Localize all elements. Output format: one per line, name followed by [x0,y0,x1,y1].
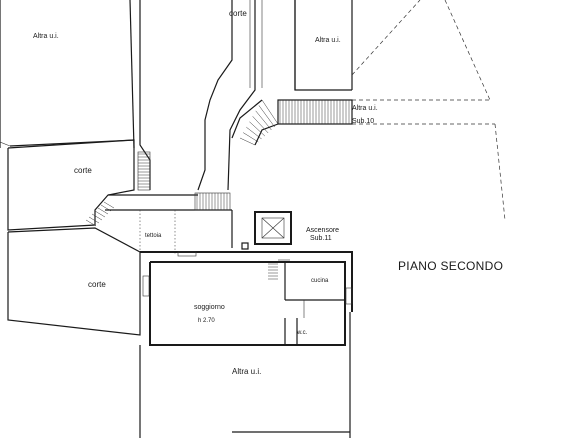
corte-corridor [139,0,296,191]
label-corte-bottom-left: corte [88,280,106,289]
stair-tread [88,216,100,224]
label-tettoia: tettoia [145,233,162,239]
altra-ui-top-left-block [0,0,135,149]
label-ascensore: Ascensore [306,227,339,234]
stair-tread [94,210,106,218]
main-apartment [140,251,353,346]
corte-bottom-left-block [7,227,141,336]
label-cucina: cucina [311,278,329,284]
stair-to-sub10 [231,99,353,146]
stair-tread [97,207,109,215]
label-corte-top: corte [229,9,247,18]
corte-mid-left-block [7,139,151,231]
roof-outline [351,0,506,221]
label-altra-ui-top-right: Altra u.i. [315,37,341,44]
stair-tread [261,99,279,125]
label-height: h 2.70 [198,318,215,324]
stair-tread [246,126,262,140]
stair-tread [85,219,97,227]
labels: Altra u.i. corte Altra u.i. Altra u.i. S… [33,9,503,376]
altra-ui-top-right-block [294,0,353,91]
stair-tread [252,116,269,134]
tettoia-corridor [105,192,233,255]
label-altra-ui-stair: Altra u.i. [352,105,378,112]
stair-tread [103,201,115,209]
label-soggiorno: soggiorno [194,304,225,311]
label-sub-10: Sub.10 [352,118,374,125]
label-corte-mid-left: corte [74,166,92,175]
label-altra-ui-top-left: Altra u.i. [33,33,59,40]
stair-tread [239,137,256,146]
plan-title: PIANO SECONDO [398,259,503,273]
label-altra-ui-bottom: Altra u.i. [232,367,261,376]
label-sub-11: Sub.11 [310,235,332,242]
altra-ui-bottom-block [139,312,351,438]
stair-tread [243,132,259,143]
stair-tread [255,110,272,131]
stair-tread [249,121,266,137]
diagonal-stair [85,201,115,227]
ascensore-shaft [241,211,292,250]
stair-tread [258,105,275,128]
stair-tread [91,213,103,221]
label-wc: w.c. [296,330,308,336]
